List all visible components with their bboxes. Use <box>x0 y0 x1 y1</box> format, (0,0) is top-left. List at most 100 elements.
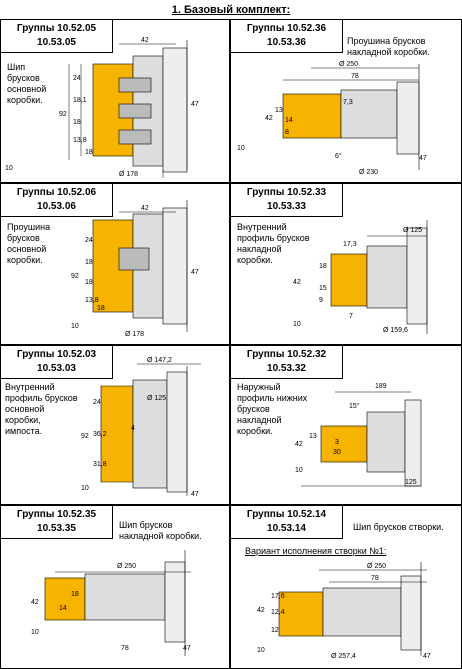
dim-47: 47 <box>191 491 199 498</box>
dim-dia-250: Ø 250 <box>117 563 136 570</box>
dim-18c: 18 <box>97 305 105 312</box>
note-line: коробки. <box>237 255 273 265</box>
dim-18b: 18 <box>85 149 93 156</box>
dim-78: 78 <box>351 73 359 80</box>
group-code-2: 10.53.03 <box>37 363 76 374</box>
note-line: Наружный <box>237 382 281 392</box>
note-line: Шип <box>7 62 26 72</box>
dim-3: 3 <box>335 439 339 446</box>
dim-42: 42 <box>295 441 303 448</box>
dim-92: 92 <box>59 111 67 118</box>
dim-10: 10 <box>31 629 39 636</box>
page-title: 1. Базовый комплект: <box>171 4 291 16</box>
dim-47: 47 <box>191 269 199 276</box>
dim-78: 78 <box>121 645 129 652</box>
panel-note: Наружный профиль нижних брусков накладно… <box>237 382 307 437</box>
group-header: Группы 10.52.32 10.53.32 <box>231 346 343 379</box>
dim-42: 42 <box>141 37 149 44</box>
panel-note: Проушина брусков накладной коробки. <box>347 36 430 58</box>
cutter-drawing: Ø 125 17,3 18 42 15 9 10 7 Ø 159,6 <box>293 220 428 334</box>
cutter-drawing: 42 47 24 18,1 18 13,8 18 92 10 Ø 178 <box>5 37 199 178</box>
dim-47: 47 <box>423 653 431 660</box>
panel-10-52-35: Группы 10.52.35 10.53.35 Шип брусков нак… <box>0 505 230 669</box>
dim-13-8: 13,8 <box>73 137 87 144</box>
dim-10: 10 <box>5 165 13 172</box>
dim-17-3: 17,3 <box>343 241 357 248</box>
group-code-2: 10.53.36 <box>267 37 306 48</box>
group-code-1: Группы 10.52.14 <box>246 509 327 520</box>
note-line: Внутренний <box>5 382 55 392</box>
dim-dia-159-6: Ø 159,6 <box>383 327 408 334</box>
note-line: профиль брусков <box>5 393 78 403</box>
note-line: брусков <box>7 73 40 83</box>
dim-42: 42 <box>31 599 39 606</box>
group-code-1: Группы 10.52.35 <box>16 509 97 520</box>
dim-7-3: 7,3 <box>343 99 353 106</box>
panel-note: Шип брусков накладной коробки. <box>119 520 202 542</box>
note-line: импоста. <box>5 426 43 436</box>
dim-dia-178: Ø 178 <box>119 171 138 178</box>
dim-10: 10 <box>237 145 245 152</box>
panel-10-52-06: Группы 10.52.06 10.53.06 Проушина бруско… <box>0 183 230 345</box>
dim-dia-257-4: Ø 257,4 <box>331 653 356 660</box>
group-header: Группы 10.52.14 10.53.14 <box>231 506 343 539</box>
dim-17-6: 17,6 <box>271 593 285 600</box>
panel-10-52-32: Группы 10.52.32 10.53.32 Наружный профил… <box>230 345 462 505</box>
dim-18: 18 <box>73 119 81 126</box>
dim-30: 30 <box>333 449 341 456</box>
group-code-1: Группы 10.52.05 <box>16 23 97 34</box>
dim-78: 78 <box>371 575 379 582</box>
dim-14: 14 <box>59 605 67 612</box>
dim-24: 24 <box>93 399 101 406</box>
panel-note: Проушина брусков основной коробки. <box>7 222 50 266</box>
dim-47: 47 <box>419 155 427 162</box>
dim-10: 10 <box>81 485 89 492</box>
cutter-drawing: Ø 250 42 18 14 10 78 47 <box>31 550 191 656</box>
note-line: брусков <box>237 404 270 414</box>
cutter-drawing: Ø 147,2 Ø 125 24 4 92 36,2 31,8 10 47 <box>81 357 201 498</box>
panel-10-52-33: Группы 10.52.33 10.53.33 Внутренний проф… <box>230 183 462 345</box>
dim-12: 12 <box>271 627 279 634</box>
note-line: накладной <box>237 415 282 425</box>
dim-dia-125: Ø 125 <box>147 395 166 402</box>
dim-42: 42 <box>293 279 301 286</box>
dim-36-2: 36,2 <box>93 431 107 438</box>
cutter-drawing: 189 15° 42 13 3 30 10 125 <box>295 383 422 487</box>
dim-18: 18 <box>85 259 93 266</box>
dim-47: 47 <box>183 645 191 652</box>
note-line: профиль брусков <box>237 233 310 243</box>
dim-47: 47 <box>191 101 199 108</box>
dim-15deg: 15° <box>349 402 360 410</box>
panel-note: Шип брусков створки. <box>353 522 444 533</box>
dim-13: 13 <box>275 107 283 114</box>
note-line: Шип брусков <box>119 520 173 530</box>
dim-dia-250: Ø 250 <box>367 563 386 570</box>
dim-14: 14 <box>285 117 293 124</box>
panel-10-52-05: Группы 10.52.05 10.53.05 Шип брусков осн… <box>0 19 230 183</box>
note-line: коробки, <box>5 415 41 425</box>
note-line: коробки. <box>7 95 43 105</box>
group-code-2: 10.53.14 <box>267 523 306 534</box>
note-line: брусков <box>7 233 40 243</box>
dim-7: 7 <box>349 313 353 320</box>
dim-18: 18 <box>71 591 79 598</box>
group-code-1: Группы 10.52.32 <box>246 349 327 360</box>
group-header: Группы 10.52.33 10.53.33 <box>231 184 343 217</box>
cutter-drawing: 42 24 18 92 18 13,8 18 10 47 Ø 178 <box>71 200 199 338</box>
dim-dia-147-2: Ø 147,2 <box>147 357 172 364</box>
note-line: коробки. <box>7 255 43 265</box>
note-line: накладной <box>237 244 282 254</box>
dim-18b: 18 <box>85 279 93 286</box>
dim-24: 24 <box>73 75 81 82</box>
dim-10: 10 <box>257 647 265 654</box>
dim-10: 10 <box>293 321 301 328</box>
dim-dia-125: Ø 125 <box>403 227 422 234</box>
group-code-2: 10.53.32 <box>267 363 306 374</box>
group-code-2: 10.53.33 <box>267 201 306 212</box>
note-line: Проушина брусков <box>347 36 426 46</box>
dim-24: 24 <box>85 237 93 244</box>
dim-125: 125 <box>405 479 417 486</box>
variant-label: Вариант исполнения створки №1: <box>245 546 387 556</box>
dim-12-4: 12,4 <box>271 609 285 616</box>
group-code-2: 10.53.35 <box>37 523 76 534</box>
